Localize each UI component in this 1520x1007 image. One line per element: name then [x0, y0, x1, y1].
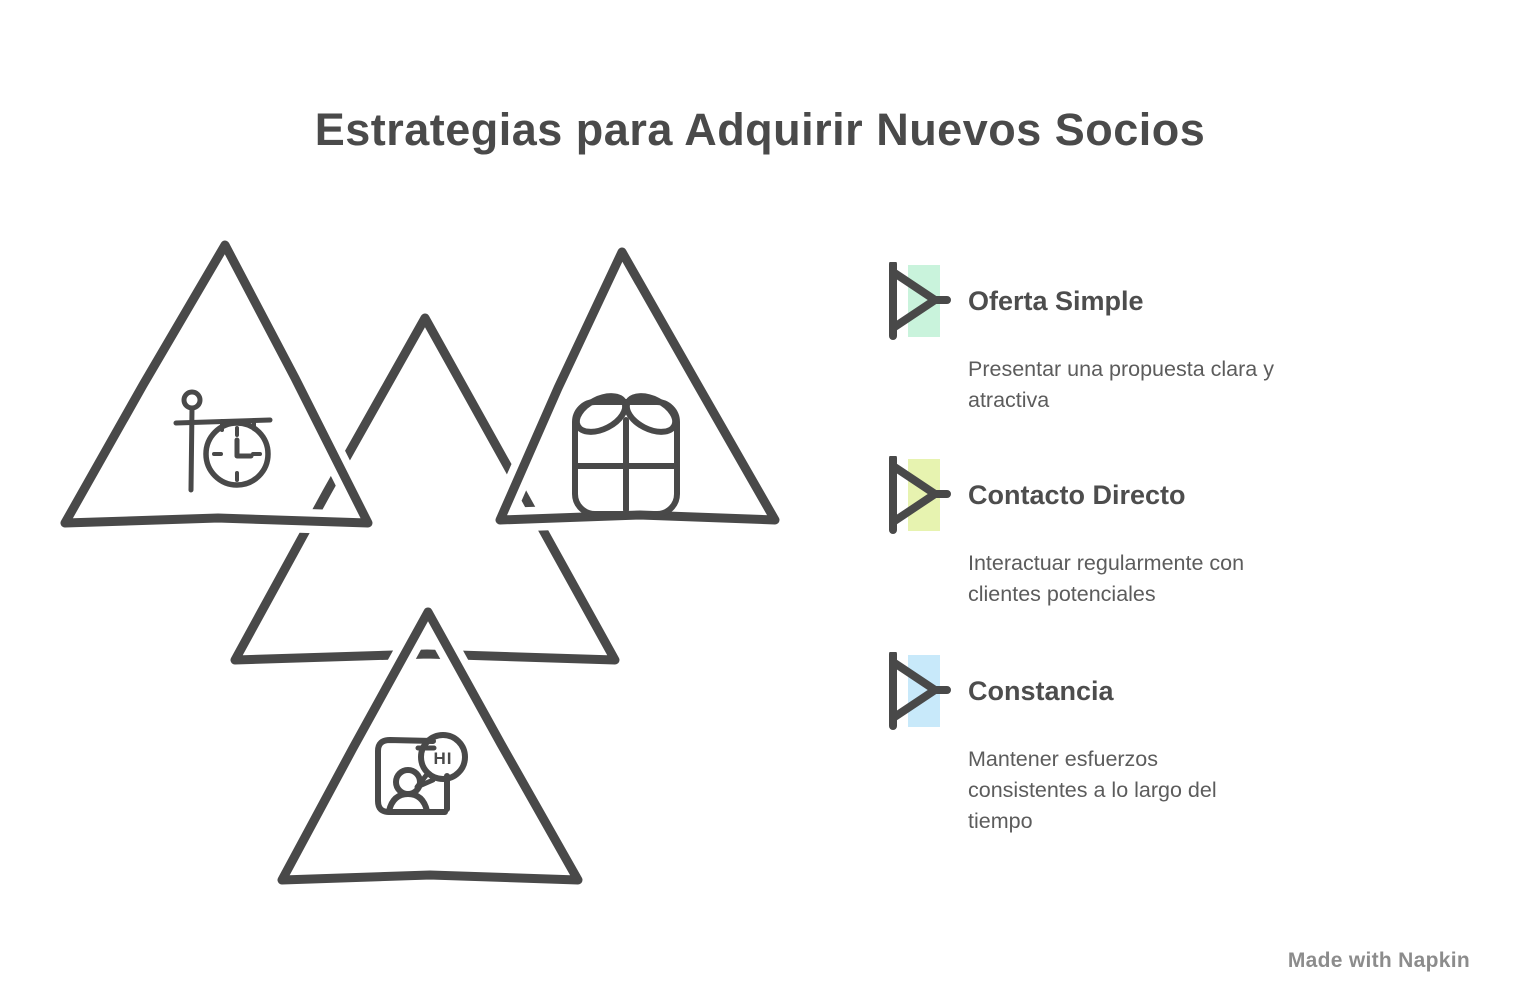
- play-arrow-icon: [889, 456, 951, 534]
- triangle-oferta: [488, 240, 787, 532]
- hanging-clock-sign-icon: [173, 389, 273, 493]
- person-greeting-icon: HI: [375, 732, 468, 815]
- item-title: Oferta Simple: [968, 286, 1144, 316]
- triangle-cluster: HI: [53, 233, 787, 892]
- item-title: Constancia: [968, 676, 1114, 706]
- greeting-text: HI: [434, 749, 453, 768]
- play-arrow-icon: [889, 652, 951, 730]
- watermark: Made with Napkin: [1287, 949, 1470, 972]
- item-description: Mantener esfuerzos consistentes a lo lar…: [968, 747, 1217, 833]
- item-description: Interactuar regularmente con clientes po…: [968, 551, 1245, 606]
- triangle-contacto-shape: [277, 607, 583, 885]
- triangle-tiempo-shape: [60, 240, 373, 528]
- triangle-contacto: HI: [270, 600, 590, 892]
- page-title: Estrategias para Adquirir Nuevos Socios: [314, 104, 1206, 155]
- play-arrow-icon: [889, 262, 951, 340]
- item-description: Presentar una propuesta clara y atractiv…: [968, 357, 1274, 412]
- item-title: Contacto Directo: [968, 480, 1186, 510]
- triangle-tiempo: [53, 233, 380, 535]
- gift-box-icon: [572, 393, 680, 517]
